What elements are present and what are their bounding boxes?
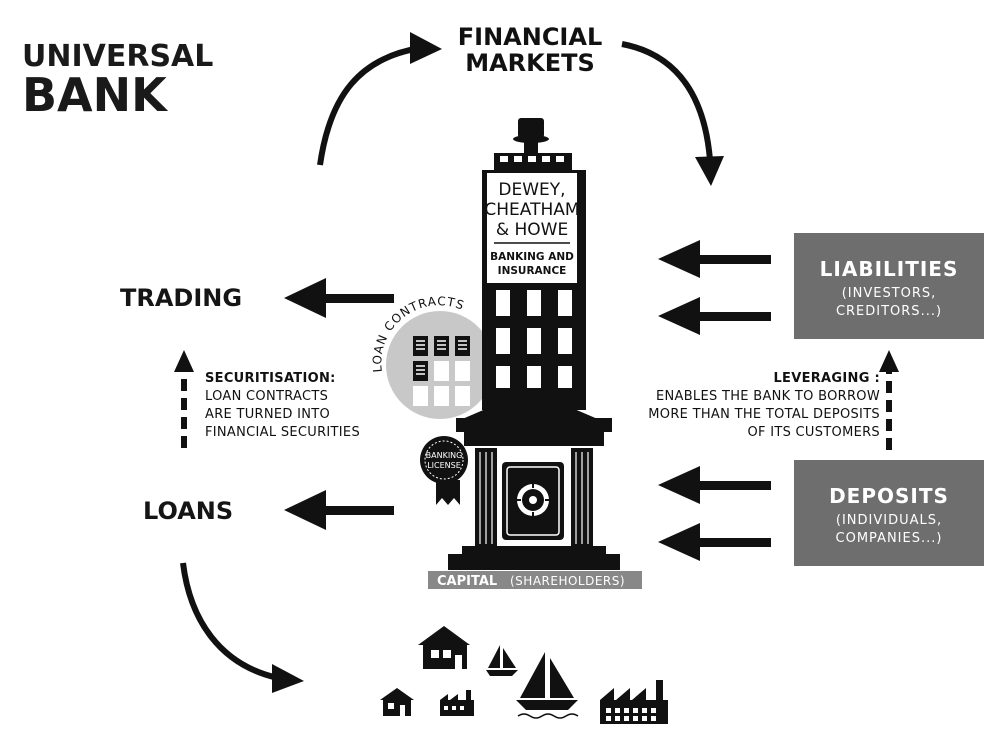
leveraging-line3: OF ITS CUSTOMERS <box>747 425 880 440</box>
sailboat-icon-large <box>516 652 579 719</box>
securitisation-line2: ARE TURNED INTO <box>205 407 331 422</box>
sign-line3: & HOWE <box>496 220 568 240</box>
deposits-box: DEPOSITS (INDIVIDUALS, COMPANIES...) <box>794 460 984 566</box>
arrow-to-loans <box>284 490 394 530</box>
deposits-line2: COMPANIES...) <box>835 531 943 546</box>
sign-sub2: INSURANCE <box>498 265 567 277</box>
curve-arrow-from-markets-head <box>695 156 724 186</box>
liabilities-line2: CREDITORS...) <box>835 304 943 319</box>
arrow-deposits-2 <box>658 523 771 561</box>
financial-markets-label: FINANCIAL MARKETS <box>420 24 640 76</box>
securitisation-text: SECURITISATION: LOAN CONTRACTS ARE TURNE… <box>205 370 360 442</box>
license-line1: BANKING <box>426 451 463 460</box>
dashed-arrow-securitisation <box>174 350 194 448</box>
deposits-heading: DEPOSITS <box>829 484 949 508</box>
leveraging-text: LEVERAGING : ENABLES THE BANK TO BORROW … <box>620 370 880 442</box>
liabilities-heading: LIABILITIES <box>819 257 959 281</box>
leveraging-heading: LEVERAGING : <box>773 371 880 386</box>
curve-arrow-to-borrowers <box>180 562 279 681</box>
capital-label: CAPITAL <box>437 574 497 589</box>
curve-arrow-to-borrowers-head <box>272 664 304 693</box>
leveraging-line1: ENABLES THE BANK TO BORROW <box>655 389 880 404</box>
arrow-deposits-1 <box>658 466 771 504</box>
capital-sub: (SHAREHOLDERS) <box>510 574 625 588</box>
title-line2: BANK <box>22 68 167 122</box>
factory-icon-small <box>440 690 474 716</box>
sign-line1: DEWEY, <box>498 180 565 200</box>
securitisation-line3: FINANCIAL SECURITIES <box>205 425 360 440</box>
curve-arrow-to-markets <box>317 45 421 166</box>
banking-license-badge <box>420 436 468 505</box>
house-icon-small <box>380 688 414 716</box>
financial-markets-line2: MARKETS <box>465 49 595 77</box>
financial-markets-line1: FINANCIAL <box>457 23 603 51</box>
liabilities-box: LIABILITIES (INVESTORS, CREDITORS...) <box>794 233 984 339</box>
trading-label: TRADING <box>120 284 243 312</box>
arrow-liabilities-1 <box>658 240 771 278</box>
securitisation-line1: LOAN CONTRACTS <box>205 389 329 404</box>
license-line2: LICENSE <box>427 461 461 470</box>
factory-icon-large <box>600 680 668 724</box>
sailboat-icon-small <box>486 645 518 676</box>
curve-arrow-to-markets-head <box>410 32 442 64</box>
sign-sub1: BANKING AND <box>490 251 574 263</box>
capital-bar <box>428 571 642 589</box>
title-line1: UNIVERSAL <box>22 39 214 74</box>
securitisation-heading: SECURITISATION: <box>205 371 336 386</box>
bank-building <box>448 118 620 570</box>
leveraging-line2: MORE THAN THE TOTAL DEPOSITS <box>648 407 880 422</box>
safe-icon <box>502 462 564 540</box>
liabilities-line1: (INVESTORS, <box>841 286 937 301</box>
curve-arrow-from-markets <box>621 41 713 161</box>
loans-label: LOANS <box>143 497 234 525</box>
arrow-liabilities-2 <box>658 297 771 335</box>
house-icon-large <box>418 626 470 669</box>
sign-line2: CHEATHAM <box>484 200 579 220</box>
loan-contracts-group <box>386 311 494 419</box>
deposits-line1: (INDIVIDUALS, <box>835 513 943 528</box>
arrow-to-trading <box>284 278 394 318</box>
dashed-arrow-leveraging <box>879 350 899 450</box>
